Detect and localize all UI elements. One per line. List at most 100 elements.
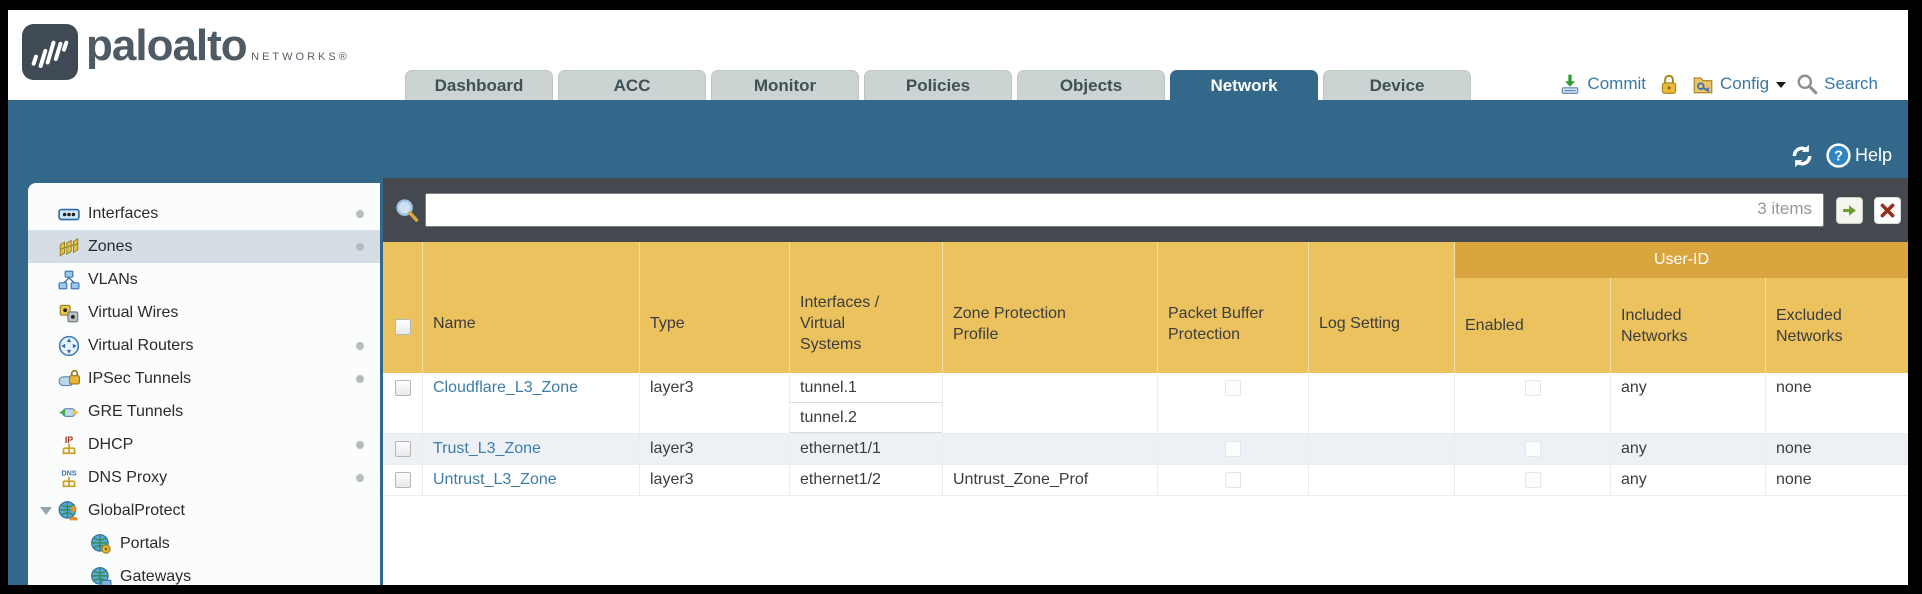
lock-icon[interactable]	[1658, 73, 1680, 95]
item-dot	[356, 440, 364, 449]
item-dot	[356, 242, 364, 251]
cell-log-setting	[1309, 373, 1455, 433]
filter-toolbar: 3 items	[383, 178, 1908, 242]
zones-icon	[58, 236, 80, 258]
packet-buffer-checkbox[interactable]	[1225, 441, 1241, 457]
caret-down-icon[interactable]	[1776, 82, 1787, 88]
apply-filter-button[interactable]	[1836, 196, 1863, 224]
cell-packet-buffer-protection	[1158, 465, 1309, 495]
dhcp-icon: IP	[58, 434, 80, 456]
cell-select	[383, 373, 423, 433]
cell-packet-buffer-protection	[1158, 434, 1309, 464]
sidebar-item-interfaces[interactable]: Interfaces	[28, 197, 380, 230]
tab-dashboard[interactable]: Dashboard	[405, 70, 553, 100]
vlans-icon	[58, 269, 80, 291]
row-checkbox[interactable]	[394, 380, 411, 396]
column-header-interfaces[interactable]: Interfaces / Virtual Systems	[790, 242, 943, 373]
table-header: Name Type Interfaces / Virtual Systems Z…	[383, 242, 1908, 373]
cell-zone-protection-profile	[943, 434, 1158, 464]
enabled-checkbox[interactable]	[1524, 441, 1541, 457]
sidebar-item-label: VLANs	[88, 270, 138, 288]
zone-name-link[interactable]: Untrust_L3_Zone	[433, 471, 557, 488]
gateways-icon	[90, 566, 112, 585]
column-header-zone-protection[interactable]: Zone Protection Profile	[943, 242, 1158, 373]
sidebar-item-gre-tunnels[interactable]: GRE Tunnels	[28, 395, 380, 428]
filter-input[interactable]	[425, 193, 1824, 227]
tab-network[interactable]: Network	[1170, 70, 1318, 100]
cell-type: layer3	[640, 434, 790, 464]
cell-included-networks: any	[1611, 373, 1766, 433]
ipsec-tunnels-icon	[58, 368, 80, 390]
cell-enabled	[1455, 434, 1611, 464]
sidebar-item-label: Portals	[120, 534, 170, 552]
sidebar-item-gateways[interactable]: Gateways	[28, 560, 380, 585]
column-header-excluded-networks[interactable]: Excluded Networks	[1776, 306, 1843, 345]
gre-tunnels-icon	[58, 401, 80, 423]
enabled-checkbox[interactable]	[1524, 472, 1541, 488]
row-checkbox[interactable]	[394, 472, 411, 488]
column-header-type[interactable]: Type	[640, 242, 790, 373]
config-icon[interactable]	[1692, 73, 1714, 95]
help-label: Help	[1854, 145, 1892, 165]
expand-triangle-icon[interactable]	[40, 507, 58, 515]
sidebar-item-globalprotect[interactable]: GlobalProtect	[28, 494, 380, 527]
cell-enabled	[1455, 465, 1611, 495]
search-icon[interactable]	[1796, 73, 1818, 95]
search-field-wrap: 3 items	[425, 193, 1824, 227]
items-count: 3 items	[1757, 199, 1812, 218]
column-header-enabled[interactable]: Enabled	[1455, 278, 1611, 373]
config-button[interactable]: Config	[1719, 74, 1770, 93]
sidebar-item-portals[interactable]: Portals	[28, 527, 380, 560]
help-button[interactable]: ? Help	[1825, 142, 1892, 169]
paloalto-logo: paloalto NETWORKS®	[22, 24, 350, 80]
item-dot	[356, 374, 364, 383]
packet-buffer-checkbox[interactable]	[1225, 380, 1241, 396]
sidebar-item-label: Virtual Wires	[88, 303, 179, 321]
tab-acc[interactable]: ACC	[558, 70, 706, 100]
search-button[interactable]: Search	[1824, 74, 1878, 93]
commit-icon[interactable]	[1559, 73, 1581, 95]
sidebar-item-ipsec-tunnels[interactable]: IPSec Tunnels	[28, 362, 380, 395]
commit-button[interactable]: Commit	[1587, 74, 1646, 93]
tab-policies[interactable]: Policies	[864, 70, 1012, 100]
cell-included-networks: any	[1611, 465, 1766, 495]
column-header-log-setting[interactable]: Log Setting	[1309, 242, 1455, 373]
sidebar-item-vlans[interactable]: VLANs	[28, 263, 380, 296]
tab-objects[interactable]: Objects	[1017, 70, 1165, 100]
tab-monitor[interactable]: Monitor	[711, 70, 859, 100]
zone-name-link[interactable]: Trust_L3_Zone	[433, 440, 541, 457]
column-header-included-networks[interactable]: Included Networks	[1611, 278, 1766, 373]
logo-subtext: NETWORKS®	[251, 51, 350, 63]
sidebar-item-label: IPSec Tunnels	[88, 369, 192, 387]
sidebar-item-virtual-wires[interactable]: Virtual Wires	[28, 296, 380, 329]
cell-packet-buffer-protection	[1158, 373, 1309, 433]
help-icon: ?	[1825, 142, 1852, 169]
column-header-packet-buffer[interactable]: Packet Buffer Protection	[1158, 242, 1309, 373]
row-checkbox[interactable]	[394, 441, 411, 457]
interface-entry: tunnel.2	[790, 403, 942, 433]
cell-included-networks: any	[1611, 434, 1766, 464]
svg-text:?: ?	[1834, 149, 1843, 165]
item-dot	[356, 473, 364, 482]
search-filter-icon	[394, 197, 420, 223]
tab-device[interactable]: Device	[1323, 70, 1471, 100]
sidebar-item-label: Gateways	[120, 567, 192, 585]
clear-filter-button[interactable]	[1874, 196, 1901, 224]
select-all-checkbox[interactable]	[394, 319, 411, 335]
zone-name-link[interactable]: Cloudflare_L3_Zone	[433, 379, 578, 396]
sidebar-item-virtual-routers[interactable]: Virtual Routers	[28, 329, 380, 362]
enabled-checkbox[interactable]	[1524, 380, 1541, 396]
packet-buffer-checkbox[interactable]	[1225, 472, 1241, 488]
sidebar-item-label: GRE Tunnels	[88, 402, 184, 420]
user-id-group: User-ID Enabled Included Networks Exclud…	[1455, 242, 1908, 373]
column-header-name[interactable]: Name	[423, 242, 640, 373]
sidebar-item-label: Virtual Routers	[88, 336, 194, 354]
cell-log-setting	[1309, 434, 1455, 464]
refresh-icon[interactable]	[1789, 143, 1815, 169]
sidebar-item-zones[interactable]: Zones	[28, 230, 380, 263]
